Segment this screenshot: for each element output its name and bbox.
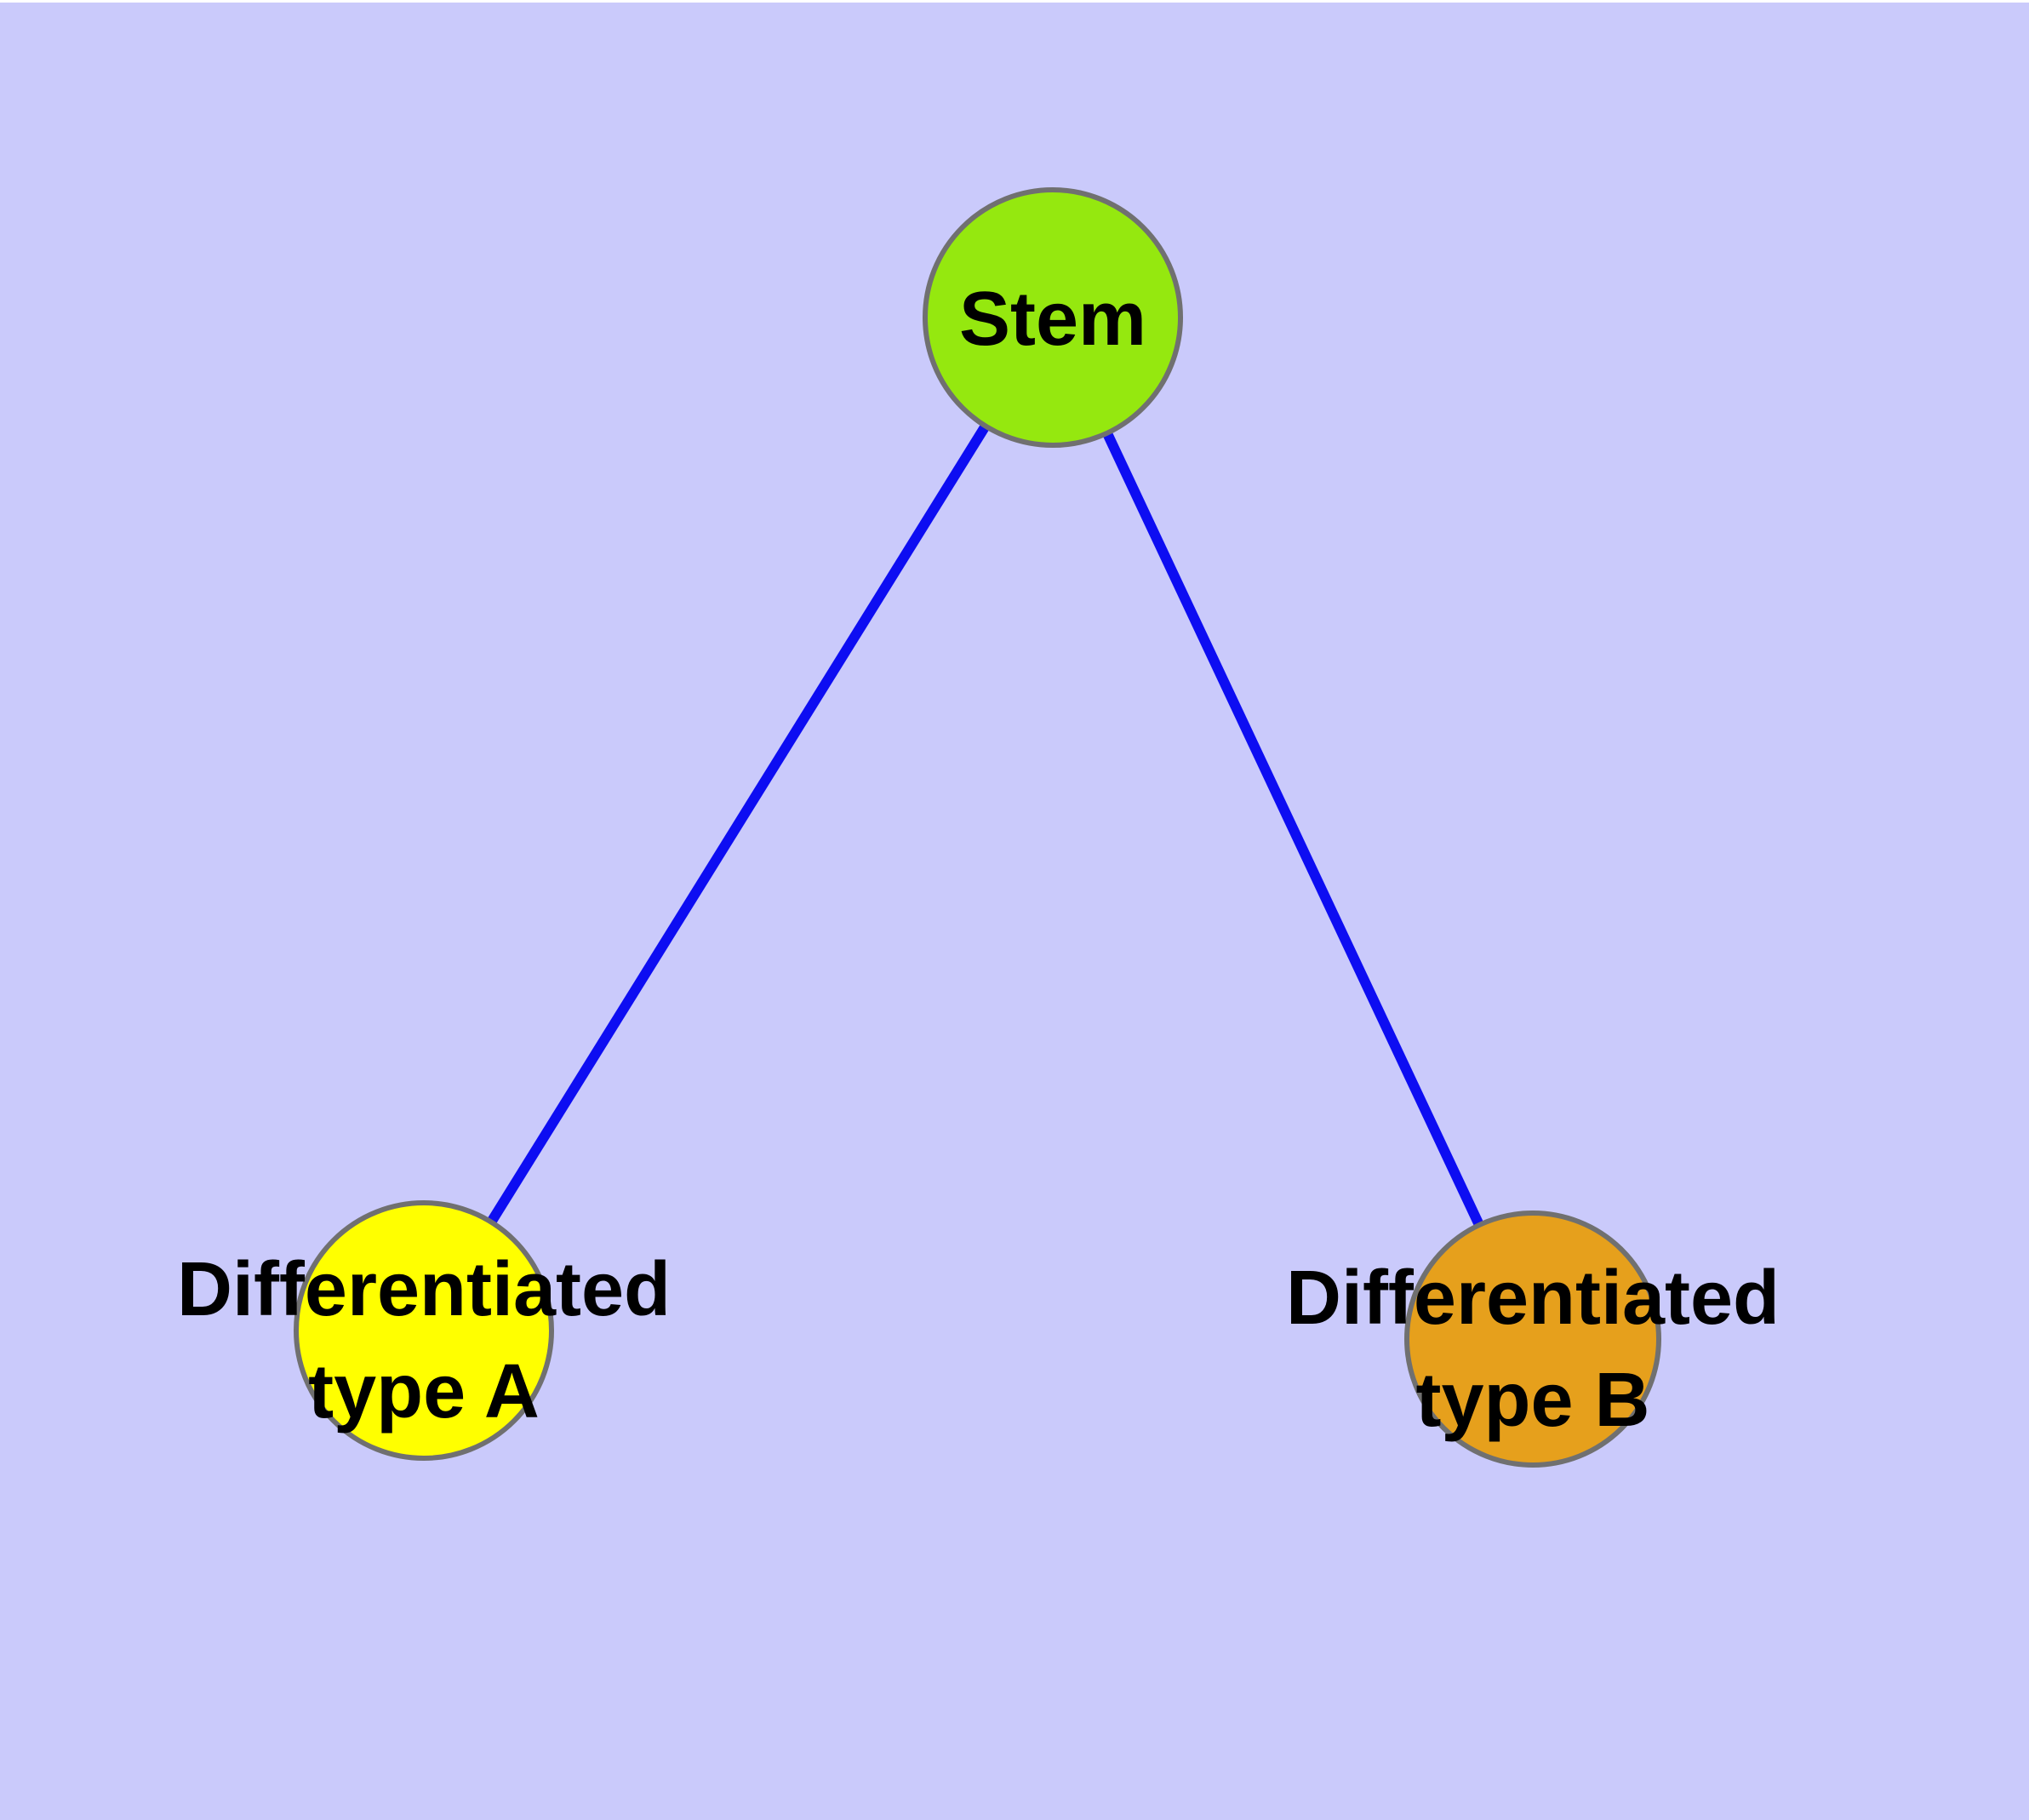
node-label-type-a-line1: Differentiated <box>177 1247 671 1332</box>
node-type-b <box>1404 1210 1661 1468</box>
edge-stem-to-type-a <box>419 314 1058 1334</box>
node-type-a <box>294 1200 554 1461</box>
node-label-type-b-line1: Differentiated <box>1286 1256 1780 1341</box>
edge-stem-to-type-b <box>1048 315 1538 1342</box>
node-stem <box>923 187 1183 448</box>
node-label-type-b-line2: type B <box>1415 1358 1649 1443</box>
node-label-stem: Stem <box>959 277 1146 362</box>
node-label-type-a-line2: type A <box>308 1349 540 1434</box>
